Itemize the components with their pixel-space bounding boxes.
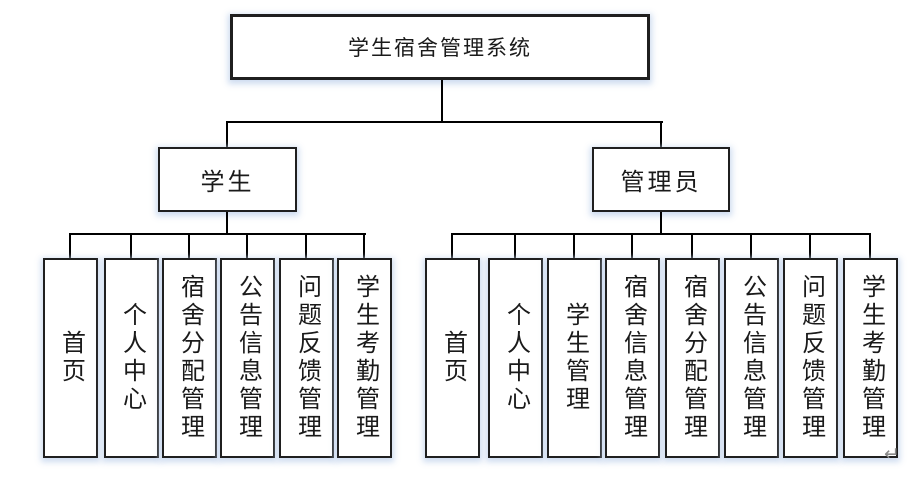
connector-student-drop-2 bbox=[130, 233, 132, 259]
connector-root-vertical bbox=[441, 80, 443, 122]
leaf-student-attendance-mgmt: 学生考勤管理 bbox=[337, 258, 392, 458]
leaf-admin-student-mgmt: 学生管理 bbox=[547, 258, 602, 458]
connector-admin-drop-5 bbox=[691, 233, 693, 259]
root-node-label: 学生宿舍管理系统 bbox=[348, 36, 532, 60]
connector-admin-bus bbox=[451, 233, 871, 235]
connector-admin-drop-6 bbox=[750, 233, 752, 259]
leaf-student-issue-feedback-mgmt: 问题反馈管理 bbox=[279, 258, 334, 458]
branch-admin-label: 管理员 bbox=[620, 170, 702, 196]
connector-admin-drop-8 bbox=[869, 233, 871, 259]
paragraph-return-mark: ↵ bbox=[884, 443, 900, 465]
leaf-label: 学生考勤管理 bbox=[857, 274, 884, 442]
connector-drop-admin bbox=[660, 121, 662, 148]
connector-admin-drop-3 bbox=[573, 233, 575, 259]
leaf-label: 问题反馈管理 bbox=[293, 274, 320, 442]
leaf-admin-issue-feedback-mgmt: 问题反馈管理 bbox=[783, 258, 838, 458]
leaf-label: 学生考勤管理 bbox=[351, 274, 378, 442]
leaf-admin-attendance-mgmt: 学生考勤管理 bbox=[843, 258, 898, 458]
leaf-student-home: 首页 bbox=[43, 258, 98, 458]
leaf-label: 问题反馈管理 bbox=[797, 274, 824, 442]
branch-student-label: 学生 bbox=[200, 170, 255, 196]
leaf-admin-dorm-allocation-mgmt: 宿舍分配管理 bbox=[665, 258, 720, 458]
connector-drop-student bbox=[226, 121, 228, 148]
leaf-admin-home: 首页 bbox=[425, 258, 480, 458]
leaf-label: 宿舍分配管理 bbox=[679, 274, 706, 442]
root-node-dorm-system: 学生宿舍管理系统 bbox=[230, 14, 650, 80]
leaf-student-personal-center: 个人中心 bbox=[104, 258, 159, 458]
connector-student-bus bbox=[69, 233, 366, 235]
branch-node-student: 学生 bbox=[158, 147, 297, 212]
leaf-label: 宿舍信息管理 bbox=[619, 274, 646, 442]
branch-node-admin: 管理员 bbox=[592, 147, 730, 212]
connector-student-drop-3 bbox=[188, 233, 190, 259]
leaf-student-announcement-info-mgmt: 公告信息管理 bbox=[220, 258, 275, 458]
leaf-label: 宿舍分配管理 bbox=[176, 274, 203, 442]
leaf-label: 首页 bbox=[57, 330, 84, 386]
leaf-admin-personal-center: 个人中心 bbox=[488, 258, 543, 458]
connector-student-drop-5 bbox=[305, 233, 307, 259]
leaf-admin-announcement-info-mgmt: 公告信息管理 bbox=[724, 258, 779, 458]
connector-admin-drop-7 bbox=[809, 233, 811, 259]
connector-student-vertical bbox=[226, 212, 228, 235]
connector-admin-drop-4 bbox=[631, 233, 633, 259]
leaf-label: 公告信息管理 bbox=[738, 274, 765, 442]
connector-admin-drop-1 bbox=[451, 233, 453, 259]
leaf-label: 首页 bbox=[439, 330, 466, 386]
connector-level2-horizontal bbox=[226, 121, 663, 123]
leaf-label: 个人中心 bbox=[502, 302, 529, 414]
connector-student-drop-1 bbox=[69, 233, 71, 259]
connector-student-drop-6 bbox=[363, 233, 365, 259]
leaf-label: 学生管理 bbox=[561, 302, 588, 414]
leaf-label: 公告信息管理 bbox=[234, 274, 261, 442]
connector-admin-vertical bbox=[660, 212, 662, 235]
leaf-student-dorm-allocation-mgmt: 宿舍分配管理 bbox=[162, 258, 217, 458]
leaf-label: 个人中心 bbox=[118, 302, 145, 414]
connector-student-drop-4 bbox=[246, 233, 248, 259]
leaf-admin-dorm-info-mgmt: 宿舍信息管理 bbox=[605, 258, 660, 458]
connector-admin-drop-2 bbox=[514, 233, 516, 259]
